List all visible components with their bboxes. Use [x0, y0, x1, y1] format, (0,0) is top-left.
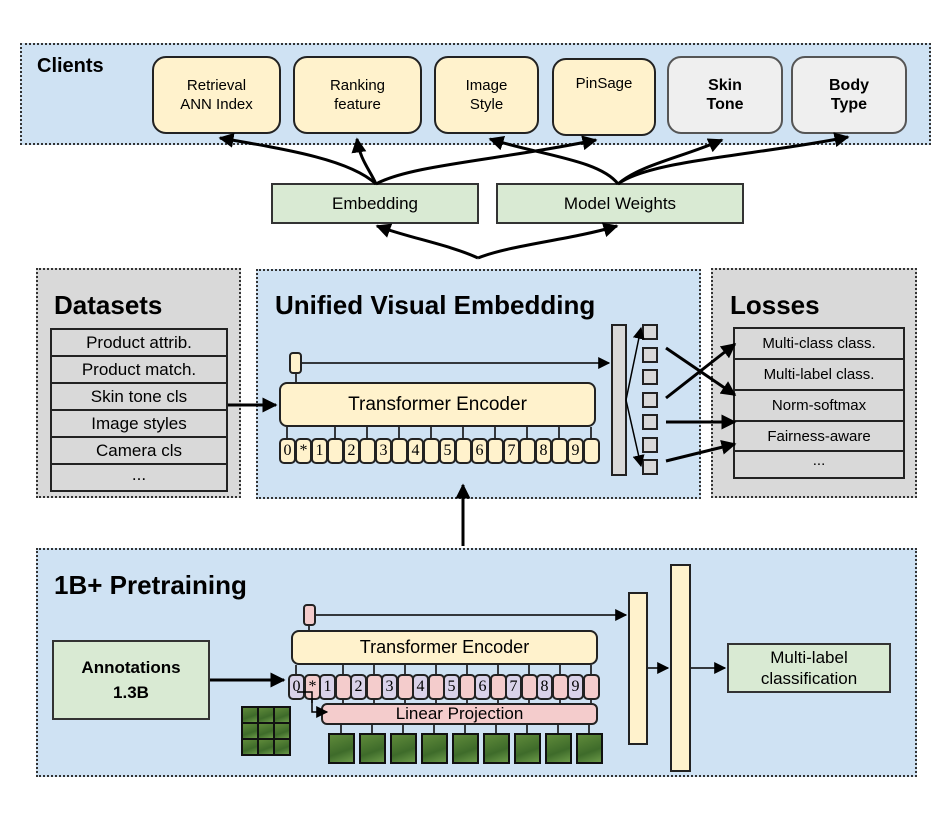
loss-arrow-2 — [665, 342, 737, 400]
image-patch — [328, 733, 355, 764]
pretraining-title: 1B+ Pretraining — [54, 570, 247, 600]
losses-table: Multi-class class. Multi-label class. No… — [733, 327, 905, 479]
multi-label-classification-box[interactable]: Multi-label classification — [727, 643, 891, 693]
clients-title: Clients — [37, 55, 104, 77]
client-body-type[interactable]: Body Type — [791, 56, 907, 134]
dataset-row: Product attrib. — [52, 330, 226, 357]
arrow-to-image-style — [488, 135, 620, 185]
image-patch — [390, 733, 417, 764]
image-patch — [576, 733, 603, 764]
token: 6 — [471, 438, 488, 464]
token: 9 — [567, 674, 584, 700]
loss-row: Fairness-aware — [735, 422, 903, 452]
head-output — [642, 346, 658, 363]
arrow-to-pinsage — [375, 135, 598, 186]
datasets-table: Product attrib. Product match. Skin tone… — [50, 328, 228, 492]
head-output — [642, 414, 658, 430]
uve-cls-output-token — [289, 352, 302, 374]
client-ranking-feature[interactable]: Ranking feature — [293, 56, 422, 134]
image-patch — [514, 733, 541, 764]
dataset-row: Skin tone cls — [52, 384, 226, 411]
client-pinsage[interactable]: PinSage — [552, 58, 656, 136]
loss-row: Multi-label class. — [735, 360, 903, 391]
head-output — [642, 391, 658, 408]
uve-transformer-encoder[interactable]: Transformer Encoder — [279, 382, 596, 427]
dataset-row: Image styles — [52, 411, 226, 438]
linear-projection[interactable]: Linear Projection — [321, 703, 598, 725]
token — [583, 438, 600, 464]
image-patch — [452, 733, 479, 764]
dataset-row: Product match. — [52, 357, 226, 384]
arrow-to-model-weights — [477, 222, 619, 260]
arrow-to-ranking — [351, 137, 378, 185]
arrow-to-embedding — [375, 223, 479, 260]
image-patch — [483, 733, 510, 764]
pt-feature-bar-2 — [670, 564, 691, 772]
loss-row: Norm-softmax — [735, 391, 903, 422]
client-image-style[interactable]: Image Style — [434, 56, 539, 134]
grid-cell — [273, 738, 291, 756]
unified-embedding-title: Unified Visual Embedding — [275, 290, 596, 320]
client-retrieval-ann-index[interactable]: Retrieval ANN Index — [152, 56, 281, 134]
image-patch — [421, 733, 448, 764]
token: 8 — [536, 674, 553, 700]
uve-fan-down — [625, 399, 645, 468]
client-skin-tone[interactable]: Skin Tone — [667, 56, 783, 134]
dataset-row: Camera cls — [52, 438, 226, 465]
arrow-to-body-type — [617, 132, 850, 186]
arrow-to-retrieval — [218, 132, 378, 186]
pt-feature-bar-1 — [628, 592, 648, 745]
datasets-title: Datasets — [54, 290, 163, 320]
loss-row: ... — [812, 452, 826, 469]
image-patch — [545, 733, 572, 764]
annotations-box[interactable]: Annotations 1.3B — [52, 640, 210, 720]
losses-title: Losses — [730, 290, 820, 320]
token: 7 — [503, 438, 520, 464]
pt-cls-output-token — [303, 604, 316, 626]
head-output — [642, 436, 658, 453]
loss-arrow-4 — [665, 439, 737, 463]
uve-fan-up — [625, 326, 645, 401]
token — [583, 674, 600, 700]
loss-row: Multi-class class. — [735, 329, 903, 360]
image-patch — [359, 733, 386, 764]
pretraining-transformer-encoder[interactable]: Transformer Encoder — [291, 630, 598, 665]
image-patch-grid — [241, 706, 291, 756]
dataset-row: ... — [131, 465, 147, 484]
client-arrows — [210, 132, 850, 688]
head-output — [642, 369, 658, 385]
